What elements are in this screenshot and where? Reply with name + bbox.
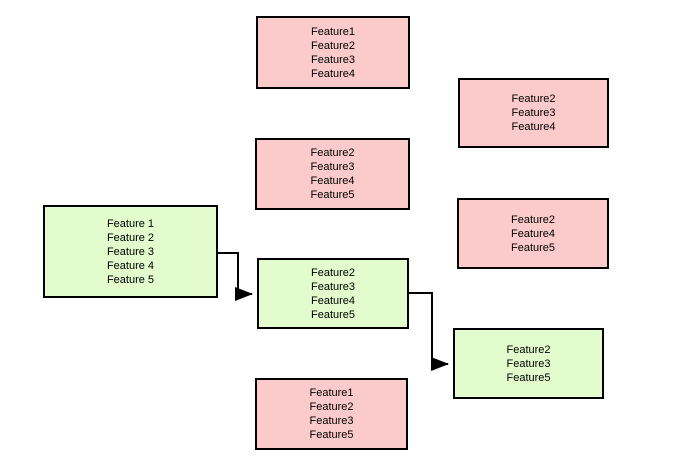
feature-label: Feature 1 — [106, 217, 155, 230]
feature-box-top-center: Feature1 Feature2 Feature3 Feature4 — [256, 16, 410, 89]
feature-box-right-mid: Feature2 Feature4 Feature5 — [457, 198, 609, 269]
feature-label: Feature2 — [310, 266, 356, 279]
feature-label: Feature 5 — [106, 273, 155, 286]
feature-label: Feature 3 — [106, 245, 155, 258]
feature-box-bottom-center: Feature1 Feature2 Feature3 Feature5 — [255, 378, 408, 450]
feature-label: Feature5 — [309, 429, 354, 441]
feature-label: Feature1 — [310, 25, 356, 38]
feature-label: Feature2 — [511, 93, 556, 105]
feature-label: Feature1 — [309, 387, 354, 399]
feature-label: Feature3 — [511, 107, 556, 119]
feature-label: Feature2 — [310, 147, 355, 159]
feature-label: Feature4 — [310, 294, 356, 307]
feature-label: Feature2 — [506, 343, 551, 356]
feature-label: Feature5 — [310, 189, 355, 201]
feature-box-center-green: Feature2 Feature3 Feature4 Feature5 — [257, 258, 409, 329]
feature-label: Feature3 — [506, 357, 551, 370]
feature-label: Feature 4 — [106, 259, 155, 272]
feature-label: Feature3 — [310, 53, 356, 66]
feature-label: Feature4 — [511, 121, 556, 133]
feature-box-mid-center: Feature2 Feature3 Feature4 Feature5 — [255, 138, 410, 210]
feature-label: Feature3 — [310, 161, 355, 173]
connector-center-to-right-arrow — [409, 292, 449, 371]
connector-left-to-center-arrow — [218, 252, 253, 301]
feature-label: Feature 2 — [106, 231, 155, 244]
feature-box-right-bottom: Feature2 Feature3 Feature5 — [453, 328, 604, 399]
feature-label: Feature2 — [310, 39, 356, 52]
feature-label: Feature5 — [506, 371, 551, 384]
feature-label: Feature2 — [510, 213, 556, 226]
feature-label: Feature5 — [510, 241, 556, 254]
feature-label: Feature3 — [309, 415, 354, 427]
feature-label: Feature4 — [310, 67, 356, 80]
feature-box-right-top: Feature2 Feature3 Feature4 — [458, 78, 609, 148]
feature-label: Feature2 — [309, 401, 354, 413]
feature-label: Feature4 — [310, 175, 355, 187]
feature-label: Feature3 — [310, 280, 356, 293]
feature-label: Feature5 — [310, 308, 356, 321]
feature-box-left-root: Feature 1 Feature 2 Feature 3 Feature 4 … — [43, 205, 218, 298]
feature-label: Feature4 — [510, 227, 556, 240]
